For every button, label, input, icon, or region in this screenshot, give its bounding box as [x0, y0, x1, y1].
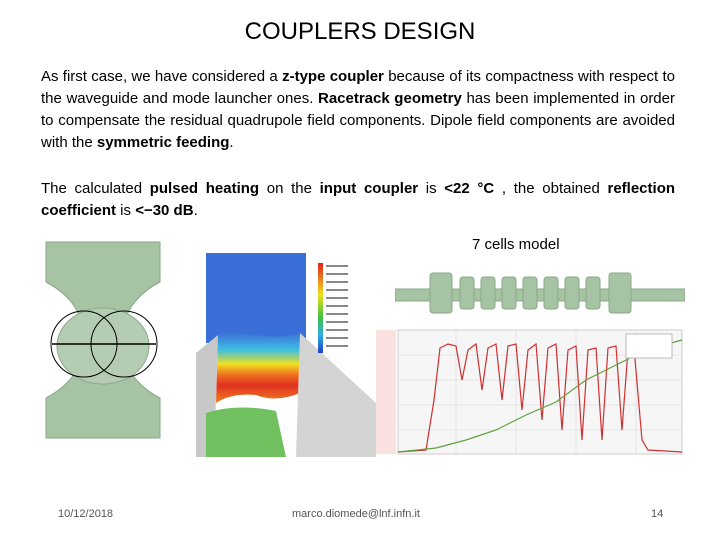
- footer-email: marco.diomede@lnf.infn.it: [292, 508, 420, 520]
- intro-paragraph: As first case, we have considered a z-ty…: [41, 68, 675, 151]
- legend-ticks: [326, 265, 348, 347]
- coupler-cross-section-figure: [45, 241, 161, 439]
- results-paragraph: The calculated pulsed heating on the inp…: [41, 180, 676, 219]
- reflection-curve: [397, 342, 683, 453]
- footer-page-number: 14: [651, 508, 664, 520]
- heating-color-legend: [318, 263, 323, 353]
- seven-cells-model-figure: [395, 272, 685, 314]
- housing-grey-right: [296, 333, 376, 457]
- footer-date: 10/12/2018: [58, 508, 114, 520]
- heated-surface: [216, 332, 302, 403]
- blue-waveguide-region: [206, 253, 306, 343]
- green-bottom: [206, 407, 286, 457]
- cells: [429, 272, 632, 314]
- slide-title: COUPLERS DESIGN: [244, 18, 476, 45]
- plot-side-panel: [376, 330, 396, 454]
- reflection-plot-figure: [376, 329, 683, 455]
- seven-cells-label: 7 cells model: [472, 236, 560, 253]
- plot-legend-box: [625, 333, 673, 359]
- racetrack-shape: [56, 307, 150, 385]
- pulsed-heating-figure: [196, 243, 376, 457]
